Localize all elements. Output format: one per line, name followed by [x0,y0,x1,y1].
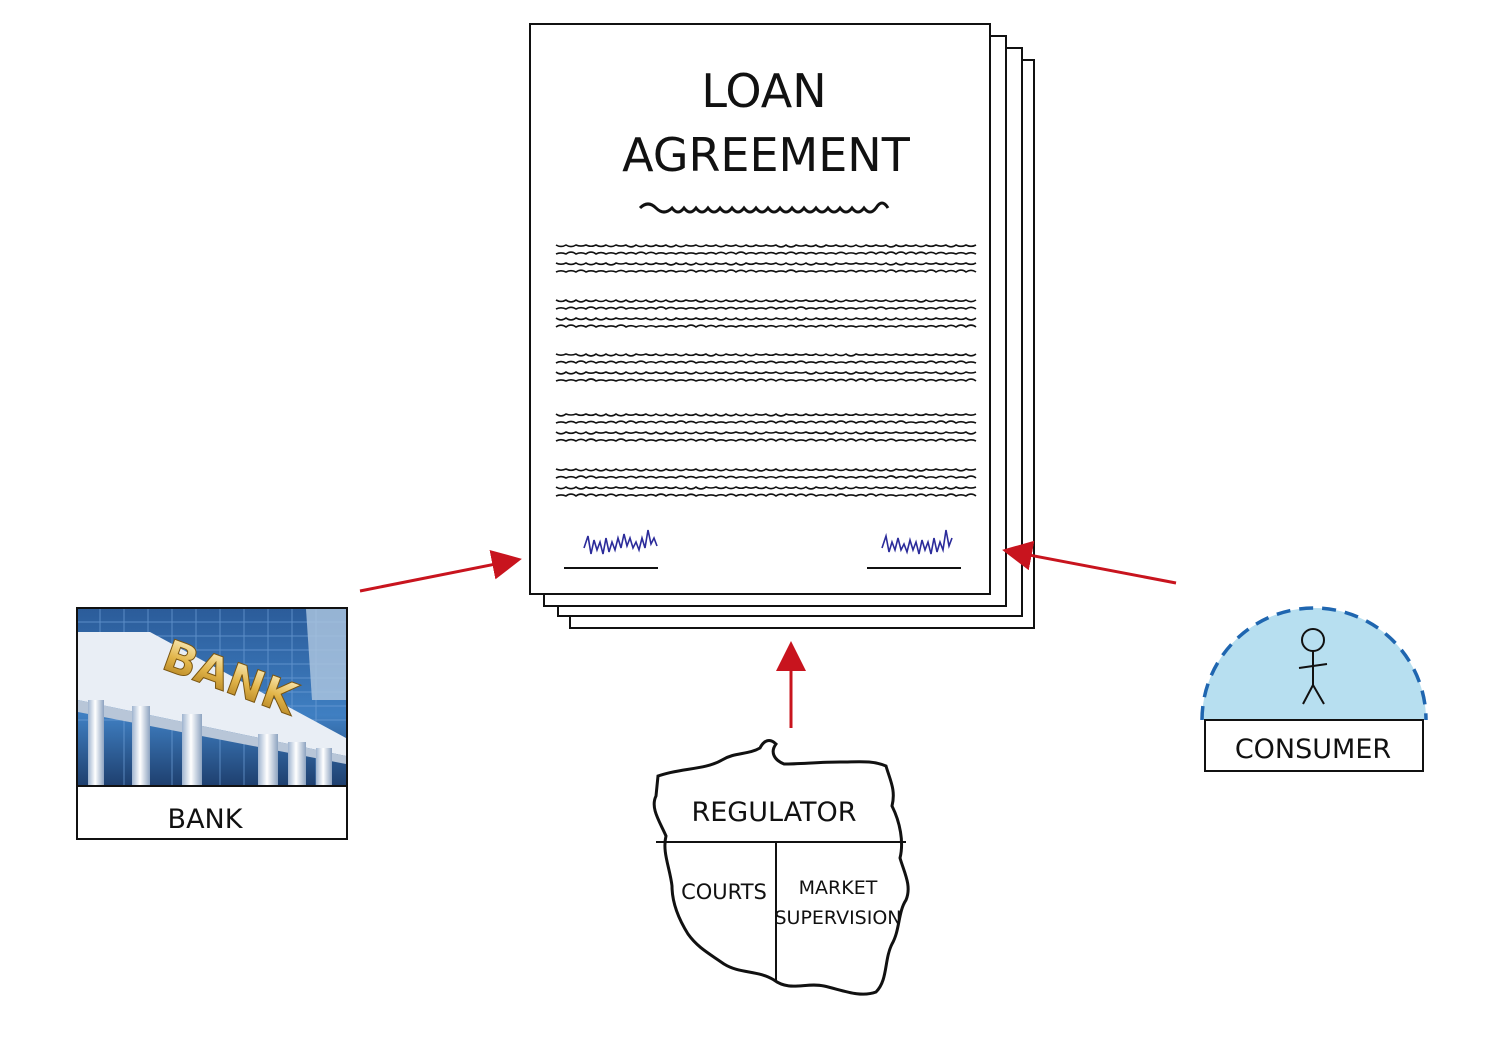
bank-label: BANK [168,804,244,835]
arrow-bank-to-document [359,549,522,593]
document-subtitle-scribble [638,201,890,214]
document-text-line [555,298,977,303]
consumer-actor: CONSUMER [1200,606,1428,772]
document-text-line [555,370,977,375]
bank-actor: BANK BANK [76,607,348,840]
document-text-line [555,485,977,490]
document-text-line [555,262,977,266]
document-title-line2: AGREEMENT [622,128,911,182]
document-text-line [555,306,977,310]
courts-label: COURTS [681,880,767,904]
regulator-map-outline [652,739,910,996]
document-body-text-lines [555,243,977,498]
bank-building-image: BANK [78,609,346,786]
person-icon [1298,628,1328,705]
document-text-line [555,467,977,472]
consumer-label: CONSUMER [1235,734,1391,765]
document-text-line [555,324,977,329]
document-text-line [555,251,977,256]
document-text-line [555,431,977,435]
document-text-line [555,243,977,248]
document-text-line [555,412,977,417]
loan-agreement-document: LOAN AGREEMENT [529,23,1035,629]
document-text-line [555,438,977,442]
document-title-line1: LOAN [701,64,826,118]
document-text-line [555,475,977,480]
market-supervision-label-line1: MARKET [799,877,878,899]
document-text-line [555,420,977,425]
signature-bank [583,529,658,555]
regulator-actor: REGULATOR COURTS MARKET SUPERVISION [652,739,910,996]
signature-consumer [881,529,953,555]
document-text-line [555,360,977,364]
document-text-line [555,352,977,357]
document-text-line [555,316,977,321]
market-supervision-label-line2: SUPERVISION [774,907,901,929]
document-text-line [555,269,977,273]
arrow-consumer-to-document [1002,540,1177,585]
document-text-line [555,493,977,498]
consumer-dome-outline [1200,606,1428,721]
document-text-line [555,378,977,383]
consumer-label-box [1204,719,1424,772]
regulator-label: REGULATOR [691,797,856,828]
